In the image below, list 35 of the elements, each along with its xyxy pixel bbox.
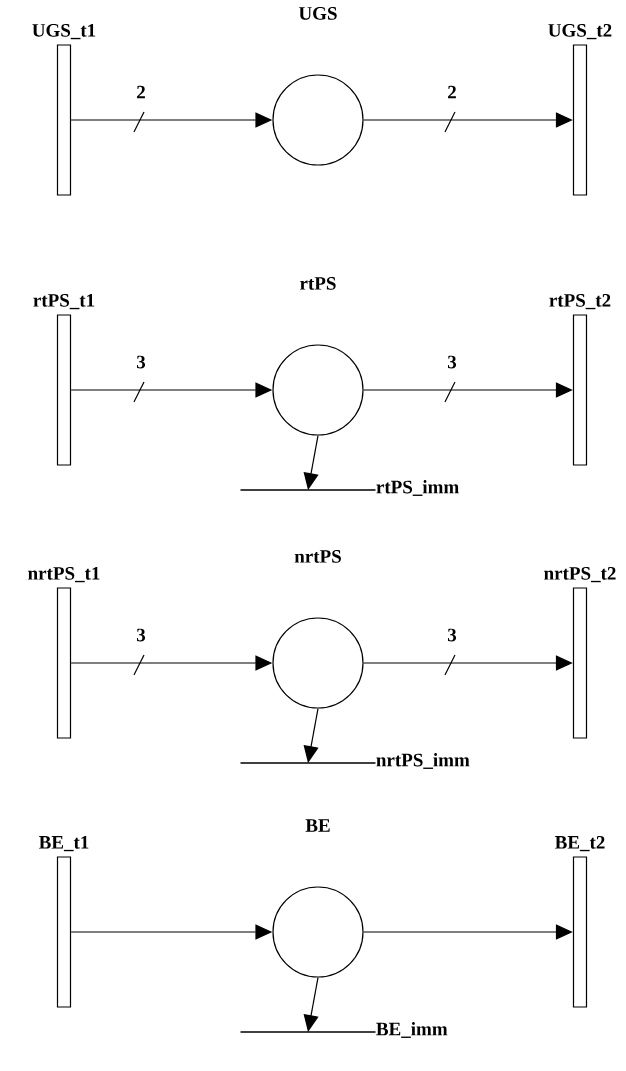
transition-bar: nrtPS_t1 <box>28 567 100 739</box>
immediate-transition: nrtPS_imm <box>240 753 470 769</box>
transition-bar: UGS_t1 <box>32 24 96 196</box>
edge-label: 3 <box>136 628 146 642</box>
node-label: rtPS_t1 <box>33 293 95 310</box>
transition-bar: BE_t1 <box>39 836 89 1008</box>
node-label: rtPS_t2 <box>549 293 611 310</box>
node-label: nrtPS <box>294 550 341 563</box>
node-label: BE_t1 <box>38 836 89 852</box>
node-label: BE_t2 <box>554 835 605 852</box>
node-label: rtPS_imm <box>376 480 459 496</box>
node-label: UGS <box>298 7 337 20</box>
arc-arrow <box>303 977 319 1032</box>
node-label: BE_imm <box>376 1022 448 1038</box>
node-label: BE <box>305 819 330 832</box>
node-label: UGS_t2 <box>548 23 612 40</box>
transition-bar: nrtPS_t2 <box>544 567 616 739</box>
transition-bar: rtPS_t1 <box>33 294 95 466</box>
edge-label: 3 <box>447 355 457 369</box>
arc-arrow <box>303 435 319 490</box>
node-label: UGS_t1 <box>32 23 96 40</box>
edge-label: 2 <box>137 85 145 99</box>
arc-arrow <box>303 708 319 763</box>
transition-bar: rtPS_t2 <box>549 294 611 466</box>
immediate-transition: BE_imm <box>240 1022 448 1038</box>
node-label: rtPS <box>300 277 336 290</box>
transition-bar: UGS_t2 <box>548 24 612 196</box>
node-label: nrtPS_t2 <box>544 566 616 583</box>
immediate-transition: rtPS_imm <box>240 480 459 496</box>
node-label: nrtPS_t1 <box>28 566 100 583</box>
edge-label: 2 <box>448 85 456 99</box>
edge-label: 3 <box>136 355 146 369</box>
transition-bar: BE_t2 <box>554 836 605 1008</box>
node-label: nrtPS_imm <box>376 753 470 769</box>
edge-label: 3 <box>447 628 457 642</box>
